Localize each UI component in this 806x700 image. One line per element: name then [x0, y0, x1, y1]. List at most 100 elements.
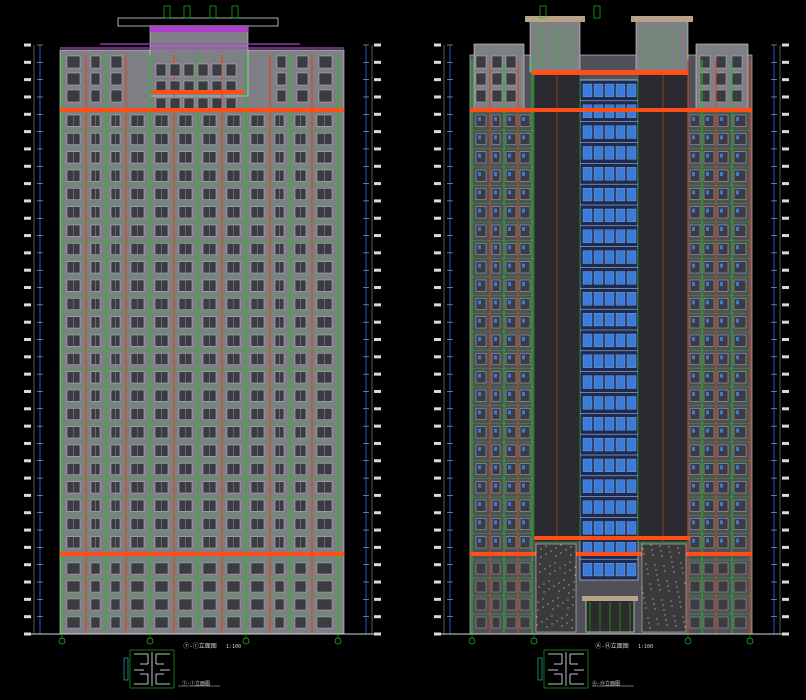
window-glass	[494, 447, 497, 451]
level-label-mark	[782, 320, 789, 324]
curtain-wall-panel	[593, 271, 604, 285]
level-label-mark	[434, 424, 441, 428]
stone-texture-dot	[659, 589, 661, 591]
level-label-mark	[374, 164, 381, 168]
level-label-mark	[374, 43, 381, 47]
curtain-wall-panel	[604, 333, 615, 347]
window	[733, 426, 747, 439]
window	[703, 562, 715, 575]
window-glass	[508, 263, 511, 268]
window-glass	[736, 428, 739, 433]
window-glass	[478, 208, 481, 213]
window-glass	[478, 300, 481, 305]
level-label-mark	[782, 112, 789, 116]
window-glass	[522, 337, 525, 341]
window	[519, 562, 531, 575]
window-glass	[720, 483, 723, 488]
curtain-wall-panel	[604, 521, 615, 535]
window	[733, 133, 747, 145]
curtain-wall-panel	[582, 458, 593, 472]
right-elevation-caption: Ⓐ-Ⓗ立面图	[595, 642, 629, 650]
window	[699, 89, 711, 103]
level-label-mark	[782, 268, 789, 272]
window	[733, 518, 747, 530]
axis-bubble	[334, 637, 342, 645]
window	[296, 72, 309, 86]
window-glass	[478, 337, 481, 341]
window-glass	[720, 300, 723, 305]
window-glass	[692, 318, 695, 323]
window	[519, 598, 531, 611]
stone-texture-dot	[654, 608, 656, 610]
stone-texture-dot	[683, 621, 685, 623]
stone-texture-dot	[573, 581, 575, 583]
window-glass	[736, 337, 739, 341]
stone-texture-dot	[573, 589, 575, 591]
curtain-wall-panel	[615, 208, 626, 222]
curtain-wall-panel	[593, 83, 604, 97]
window	[733, 188, 747, 200]
window	[90, 580, 101, 593]
window	[316, 580, 333, 593]
stone-texture-dot	[561, 617, 563, 619]
window-glass	[478, 153, 481, 158]
window-glass	[706, 135, 709, 140]
stone-texture-dot	[649, 583, 651, 585]
stone-texture-dot	[542, 606, 544, 608]
curtain-wall-panel	[615, 438, 626, 452]
window	[491, 72, 503, 86]
window	[505, 89, 517, 103]
level-label-mark	[782, 493, 789, 497]
level-label-mark	[374, 303, 381, 307]
stone-texture-dot	[564, 564, 566, 566]
level-label-mark	[782, 563, 789, 567]
curtain-wall-panel	[626, 458, 637, 472]
window-glass	[706, 355, 709, 360]
curtain-wall-panel	[582, 417, 593, 431]
window-glass	[706, 447, 709, 451]
curtain-wall-panel	[582, 208, 593, 222]
curtain-wall-panel	[626, 521, 637, 535]
curtain-wall-panel	[593, 438, 604, 452]
window	[731, 55, 743, 69]
window-glass	[706, 245, 709, 250]
window-glass	[522, 135, 525, 140]
stone-texture-dot	[684, 582, 686, 584]
window-glass	[508, 520, 511, 525]
level-label-mark	[374, 493, 381, 497]
curtain-wall-panel	[604, 167, 615, 181]
stone-texture-dot	[666, 624, 668, 626]
window-glass	[508, 172, 511, 176]
level-label-mark	[782, 615, 789, 619]
window-glass	[720, 135, 723, 140]
left-elevation-scale: 1:100	[226, 644, 241, 650]
level-label-mark	[374, 234, 381, 238]
window	[110, 89, 123, 103]
stone-texture-dot	[569, 561, 571, 563]
stone-texture-dot	[564, 572, 566, 574]
level-label-mark	[24, 389, 31, 393]
level-label-mark	[434, 632, 441, 636]
level-label-mark	[24, 528, 31, 532]
window-glass	[478, 282, 481, 286]
stone-texture-dot	[554, 570, 556, 572]
window-glass	[692, 117, 695, 121]
curtain-wall-panel	[626, 271, 637, 285]
level-label-mark	[374, 597, 381, 601]
podium-band	[534, 536, 690, 540]
curtain-wall-panel	[582, 313, 593, 327]
window-glass	[720, 355, 723, 360]
window	[733, 481, 747, 494]
window-glass	[692, 300, 695, 305]
window-glass	[478, 502, 481, 506]
window	[155, 63, 167, 77]
curtain-wall-panel	[626, 229, 637, 243]
window-glass	[706, 153, 709, 158]
window-glass	[508, 190, 511, 195]
window	[202, 616, 217, 629]
window	[226, 616, 241, 629]
window	[505, 616, 517, 629]
window	[505, 598, 517, 611]
stone-texture-dot	[677, 591, 679, 593]
stone-texture-dot	[652, 554, 654, 556]
